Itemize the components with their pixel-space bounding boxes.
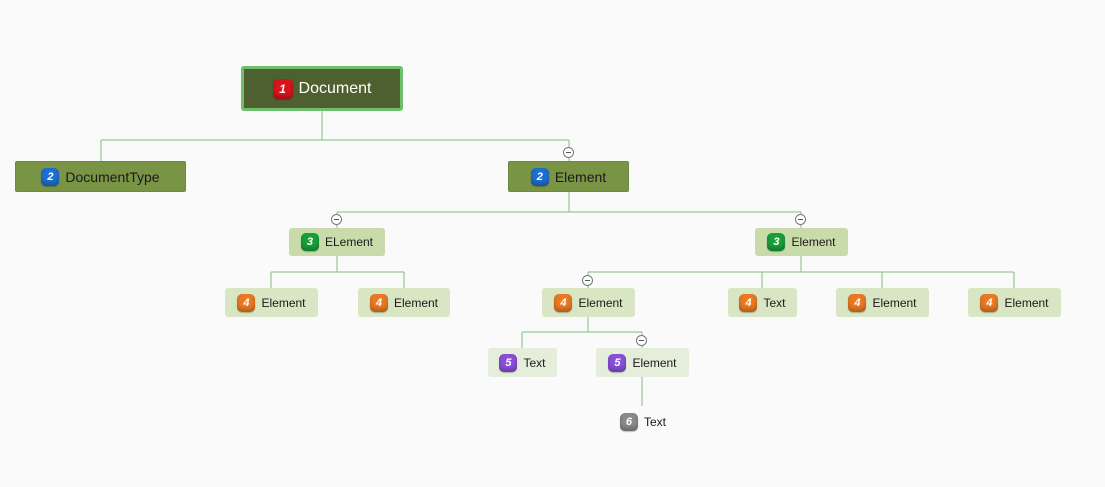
node-element-b-4[interactable]: 4 Element [968,288,1061,317]
priority-1-badge: 1 [272,78,293,99]
collapse-element-a-toggle[interactable] [331,214,342,225]
node-element-b-1[interactable]: 4 Element [542,288,635,317]
node-element-a-1[interactable]: 4 Element [225,288,318,317]
priority-2-badge: 2 [41,167,60,186]
priority-4-badge: 4 [848,293,867,312]
node-text-b-1-2-1[interactable]: 6 Text [612,408,674,436]
priority-4-badge: 4 [237,293,256,312]
collapse-element-b-1-toggle[interactable] [582,275,593,286]
node-element-b[interactable]: 3 Element [755,228,848,256]
priority-4-badge: 4 [739,293,758,312]
priority-5-badge: 5 [608,353,627,372]
node-label: Document [298,79,372,97]
node-label: ELement [324,235,374,249]
connector-document-children [100,110,570,161]
node-text-b-1-1[interactable]: 5 Text [488,348,557,377]
node-label: Element [554,168,607,185]
priority-3-badge: 3 [300,233,319,251]
node-text-b-2[interactable]: 4 Text [728,288,797,317]
node-element[interactable]: 2 Element [508,161,629,192]
connector-element-children [336,192,802,228]
connector-element-a-children [270,256,405,288]
priority-4-badge: 4 [369,293,388,312]
node-label: Text [643,415,666,429]
node-label: Element [261,295,306,310]
node-label: DocumentType [65,168,160,185]
node-element-b-3[interactable]: 4 Element [836,288,929,317]
connector-element-b1-children [521,317,643,348]
priority-4-badge: 4 [554,293,573,312]
node-element-b-1-2[interactable]: 5 Element [596,348,689,377]
priority-5-badge: 5 [499,353,518,372]
priority-4-badge: 4 [980,293,999,312]
collapse-element-b-1-2-toggle[interactable] [636,335,647,346]
node-label: Text [523,355,546,370]
connector-element-b-children [587,256,1015,288]
priority-2-badge: 2 [530,167,549,186]
priority-6-badge: 6 [619,413,638,431]
node-element-a-2[interactable]: 4 Element [358,288,450,317]
node-label: Element [578,295,623,310]
priority-3-badge: 3 [767,233,786,251]
node-documenttype[interactable]: 2 DocumentType [15,161,186,192]
node-label: Element [1004,295,1049,310]
node-document[interactable]: 1 Document [241,66,403,111]
node-label: Element [632,355,677,370]
node-label: Text [763,295,786,310]
node-label: Element [393,295,439,310]
node-element-a[interactable]: 3 ELement [289,228,385,256]
node-label: Element [791,235,836,249]
node-label: Element [872,295,917,310]
collapse-element-b-toggle[interactable] [795,214,806,225]
collapse-element-toggle[interactable] [563,147,574,158]
